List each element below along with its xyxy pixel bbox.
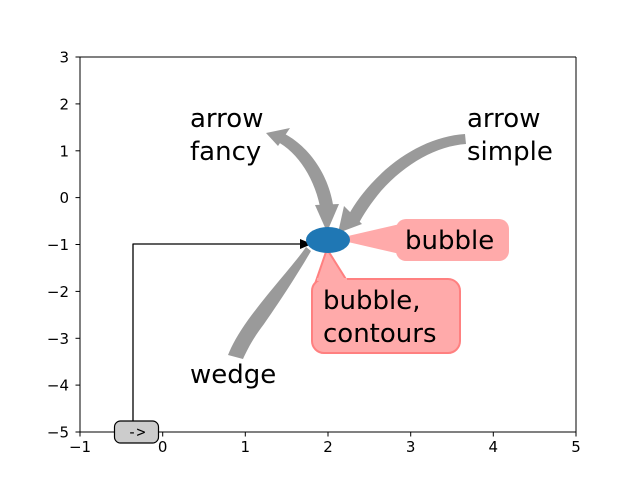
- arrow-fancy-arrow: [266, 128, 339, 232]
- bubble-annotation[interactable]: bubble: [335, 219, 509, 261]
- y-axis-tick-labels: 3 2 1 0 −1 −2 −3 −4 −5: [47, 49, 69, 442]
- bubble-box[interactable]: [396, 219, 509, 261]
- plain-arrow-box[interactable]: [113, 420, 160, 444]
- y-tick-label: 1: [59, 142, 69, 160]
- x-tick-label: 4: [489, 438, 499, 456]
- x-tick-label: 0: [158, 438, 168, 456]
- x-tick-label: 5: [571, 438, 581, 456]
- y-tick-label: −2: [47, 283, 69, 301]
- wedge-arrow-shape: [228, 247, 311, 359]
- arrow-simple-head: [338, 206, 362, 233]
- arrow-simple-text: arrow simple: [467, 104, 553, 167]
- arrow-fancy-head: [315, 204, 339, 232]
- plain-arrow-path: [132, 243, 302, 431]
- arrow-fancy-label-line1: arrow: [190, 104, 263, 134]
- arrow-simple-body: [347, 134, 466, 225]
- y-tick-label: −4: [47, 377, 69, 395]
- x-tick-label: 3: [406, 438, 416, 456]
- arrow-simple-arrow: [338, 134, 466, 233]
- bubble-tail: [335, 224, 400, 254]
- y-tick-label: 0: [59, 189, 69, 207]
- arrow-fancy-label-line2: fancy: [190, 137, 261, 167]
- center-ellipse[interactable]: [306, 227, 350, 253]
- y-tick-label: −5: [47, 424, 69, 442]
- bubble-contours-label-line2: contours: [323, 319, 437, 349]
- plain-arrow-label: ->: [127, 423, 145, 441]
- x-tick-label: 1: [241, 438, 251, 456]
- y-axis-ticks: [75, 56, 80, 433]
- bubble-contours-label-line1: bubble,: [323, 286, 420, 316]
- bubble-contours-annotation[interactable]: bubble, contours: [311, 248, 461, 354]
- x-tick-label: −1: [69, 438, 91, 456]
- bubble-label: bubble: [405, 226, 494, 256]
- arrow-simple-label-line2: simple: [467, 137, 553, 167]
- wedge-arrow: [228, 247, 311, 359]
- wedge-text: wedge: [190, 360, 276, 390]
- plain-arrow-annotation[interactable]: ->: [113, 239, 313, 444]
- x-axis-tick-labels: −1 0 1 2 3 4 5: [69, 438, 581, 456]
- y-tick-label: −3: [47, 330, 69, 348]
- bubble-contours-seam: [317, 278, 347, 281]
- y-tick-label: 3: [59, 49, 69, 67]
- arrow-simple-label-line1: arrow: [467, 104, 540, 134]
- plain-arrow-head: [300, 239, 312, 249]
- arrow-fancy-body: [276, 132, 334, 212]
- y-tick-label: 2: [59, 95, 69, 113]
- x-tick-label: 2: [323, 438, 333, 456]
- x-axis-ticks: [79, 432, 577, 437]
- wedge-label: wedge: [190, 360, 276, 390]
- arrow-fancy-tail-head: [266, 128, 290, 146]
- arrow-fancy-text: arrow fancy: [190, 104, 263, 167]
- y-tick-label: −1: [47, 236, 69, 254]
- bubble-contours-box[interactable]: [311, 278, 461, 354]
